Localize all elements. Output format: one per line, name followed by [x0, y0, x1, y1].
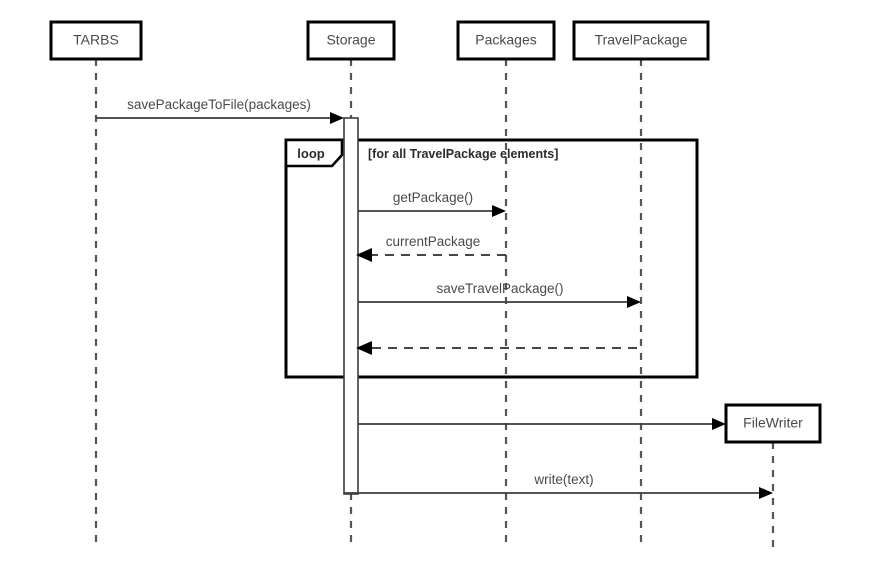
- participant-tarbs[interactable]: TARBS: [49, 20, 143, 61]
- participant-box: [306, 20, 396, 61]
- arrowhead-icon: [627, 296, 641, 308]
- activation-bars-group: [343, 117, 359, 495]
- messages-group: savePackageToFile(packages) getPackage()…: [96, 97, 773, 499]
- participant-box: [572, 20, 710, 61]
- participant-travelpackage[interactable]: TravelPackage: [572, 20, 710, 61]
- participant-box: [456, 20, 556, 61]
- arrowhead-icon: [330, 112, 344, 124]
- loop-fragment-border: [284, 138, 699, 379]
- participant-label: Storage: [326, 32, 375, 48]
- loop-fragment-guard: [for all TravelPackage elements]: [368, 147, 558, 161]
- loop-fragment-operator: loop: [297, 146, 324, 161]
- participant-box: [724, 403, 822, 444]
- lifelines-group: [94, 59, 775, 549]
- participant-storage[interactable]: Storage: [306, 20, 396, 61]
- participant-filewriter[interactable]: FileWriter: [724, 403, 822, 444]
- message-create-filewriter[interactable]: [358, 418, 726, 430]
- message-label: getPackage(): [393, 190, 473, 205]
- message-label: currentPackage: [386, 234, 481, 249]
- arrowhead-icon: [356, 248, 372, 262]
- activation-bar-storage: [343, 117, 359, 495]
- message-save-travel-package[interactable]: saveTravelPackage(): [358, 281, 641, 308]
- message-current-package[interactable]: currentPackage: [356, 234, 506, 262]
- message-save-travel-package-return[interactable]: [356, 341, 637, 355]
- arrowhead-icon: [712, 418, 726, 430]
- participant-box: [49, 20, 143, 61]
- participant-label: TARBS: [73, 32, 119, 48]
- message-write-text[interactable]: write(text): [344, 472, 773, 499]
- arrowhead-icon: [356, 341, 372, 355]
- participant-packages[interactable]: Packages: [456, 20, 556, 61]
- message-label: saveTravelPackage(): [436, 281, 563, 296]
- participant-label: Packages: [475, 32, 536, 48]
- arrowhead-icon: [759, 487, 773, 499]
- message-label: write(text): [533, 472, 593, 487]
- loop-fragment-tab: [284, 138, 344, 168]
- message-get-package[interactable]: getPackage(): [358, 190, 506, 217]
- arrowhead-icon: [492, 205, 506, 217]
- participant-label: TravelPackage: [595, 32, 688, 48]
- loop-fragment[interactable]: loop [for all TravelPackage elements]: [284, 138, 699, 379]
- message-save-package-to-file[interactable]: savePackageToFile(packages): [96, 97, 344, 124]
- message-label: savePackageToFile(packages): [127, 97, 311, 112]
- participant-boxes-group: TARBS Storage Packages TravelPackage Fil…: [49, 20, 822, 444]
- participant-label: FileWriter: [743, 415, 803, 431]
